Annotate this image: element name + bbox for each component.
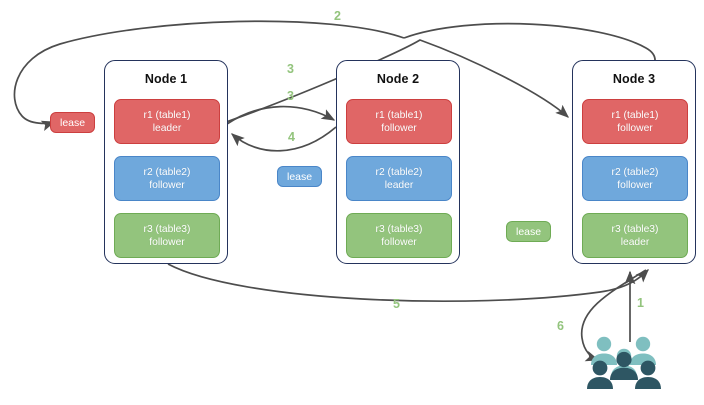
replica-node3-r2[interactable]: r2 (table2) follower xyxy=(582,156,688,201)
node-title-1: Node 1 xyxy=(144,72,188,86)
replica-node1-r1[interactable]: r1 (table1) leader xyxy=(114,99,220,144)
step-label-4: 4 xyxy=(288,130,295,144)
node-container-3[interactable]: Node 3 r1 (table1) follower r2 (table2) … xyxy=(572,60,696,264)
node-container-2[interactable]: Node 2 r1 (table1) follower r2 (table2) … xyxy=(336,60,460,264)
node-container-1[interactable]: Node 1 r1 (table1) leader r2 (table2) fo… xyxy=(104,60,228,264)
replica-role: follower xyxy=(149,236,185,248)
replica-role: leader xyxy=(620,236,650,248)
users-group-icon xyxy=(587,336,661,389)
node-title-2: Node 2 xyxy=(376,72,420,86)
replica-role: follower xyxy=(617,179,653,191)
replica-role: follower xyxy=(149,179,185,191)
replica-role: follower xyxy=(381,236,417,248)
replica-name: r3 (table3) xyxy=(143,223,191,235)
replica-role: follower xyxy=(381,122,417,134)
replica-node3-r3[interactable]: r3 (table3) leader xyxy=(582,213,688,258)
arrow-step-5 xyxy=(167,263,649,303)
replica-name: r1 (table1) xyxy=(611,109,659,121)
step-label-6: 6 xyxy=(557,319,564,333)
replica-name: r2 (table2) xyxy=(611,166,659,178)
replica-node1-r3[interactable]: r3 (table3) follower xyxy=(114,213,220,258)
lease-badge-table1[interactable]: lease xyxy=(50,112,96,133)
replica-node2-r3[interactable]: r3 (table3) follower xyxy=(346,213,452,258)
replica-name: r2 (table2) xyxy=(143,166,191,178)
step-label-3b: 3 xyxy=(287,89,294,103)
replica-name: r2 (table2) xyxy=(375,166,423,178)
lease-badge-table3[interactable]: lease xyxy=(506,221,552,242)
step-label-5: 5 xyxy=(393,297,400,311)
node-title-3: Node 3 xyxy=(612,72,656,86)
step-label-1: 1 xyxy=(637,296,644,310)
replica-node2-r1[interactable]: r1 (table1) follower xyxy=(346,99,452,144)
replica-node1-r2[interactable]: r2 (table2) follower xyxy=(114,156,220,201)
lease-badge-table2[interactable]: lease xyxy=(277,166,323,187)
arrow-step-4 xyxy=(230,126,337,152)
replica-name: r3 (table3) xyxy=(611,223,659,235)
replica-role: leader xyxy=(152,122,182,134)
arrow-step-3-to-node2 xyxy=(226,105,336,125)
replica-role: leader xyxy=(384,179,414,191)
step-label-2: 2 xyxy=(334,9,341,23)
step-label-3a: 3 xyxy=(287,62,294,76)
replica-name: r1 (table1) xyxy=(143,109,191,121)
replica-role: follower xyxy=(617,122,653,134)
replica-name: r1 (table1) xyxy=(375,109,423,121)
replica-node2-r2[interactable]: r2 (table2) leader xyxy=(346,156,452,201)
replica-node3-r1[interactable]: r1 (table1) follower xyxy=(582,99,688,144)
replica-name: r3 (table3) xyxy=(375,223,423,235)
